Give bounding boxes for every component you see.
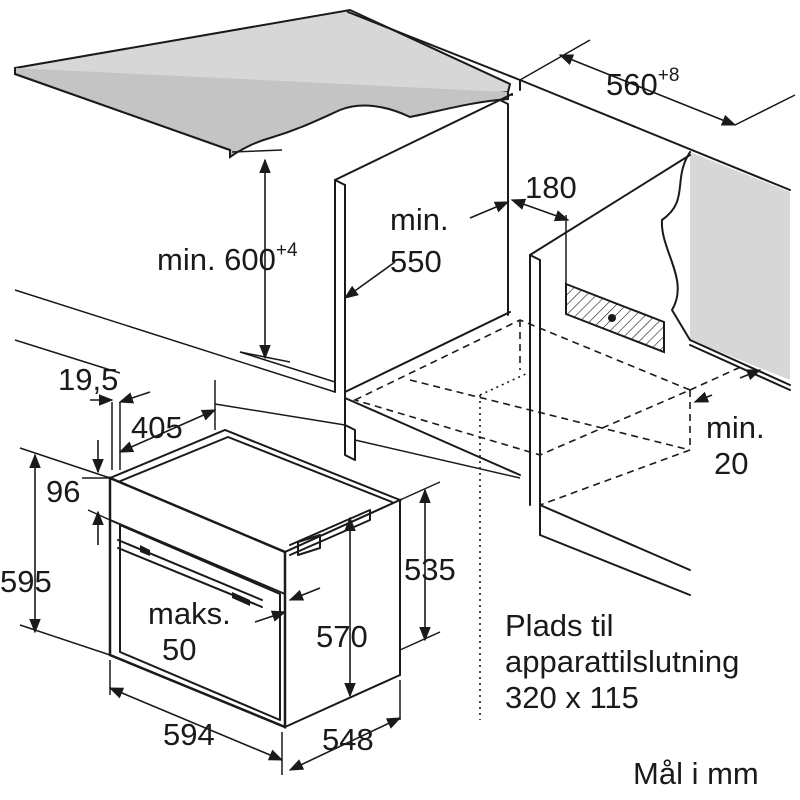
label-405: 405 xyxy=(131,410,183,445)
label-maks-50-line2: 50 xyxy=(162,632,196,667)
connection-space-lines xyxy=(479,371,531,720)
vent-cutout xyxy=(565,282,665,354)
label-548: 548 xyxy=(322,722,374,757)
label-vent-width: 180 xyxy=(525,170,577,205)
label-595: 595 xyxy=(0,564,52,599)
label-594: 594 xyxy=(163,717,215,752)
label-96: 96 xyxy=(46,474,80,509)
oven xyxy=(107,428,403,729)
note-connection-line3: 320 x 115 xyxy=(505,680,639,715)
label-niche-depth: 560+8 xyxy=(606,65,679,102)
floor-lines xyxy=(14,289,521,479)
units-note: Mål i mm xyxy=(633,756,759,791)
label-min-20-line1: min. xyxy=(706,410,765,445)
note-connection-line2: apparattilslutning xyxy=(505,644,739,679)
label-maks-50-line1: maks. xyxy=(148,596,231,631)
label-19-5: 19,5 xyxy=(58,362,118,397)
label-570: 570 xyxy=(316,619,368,654)
dimension-lines xyxy=(19,39,796,775)
right-cabinet-side xyxy=(529,154,691,596)
note-connection-line1: Plads til xyxy=(505,608,614,643)
label-min-550-line2: 550 xyxy=(390,244,442,279)
label-cabinet-height: min. 600+4 xyxy=(157,240,298,277)
worktop xyxy=(14,8,512,159)
label-min-20-line2: 20 xyxy=(714,446,748,481)
cabinet-side-panel xyxy=(334,93,521,476)
niche-outline xyxy=(352,319,746,506)
label-min-550-line1: min. xyxy=(390,202,449,237)
label-535: 535 xyxy=(404,552,456,587)
